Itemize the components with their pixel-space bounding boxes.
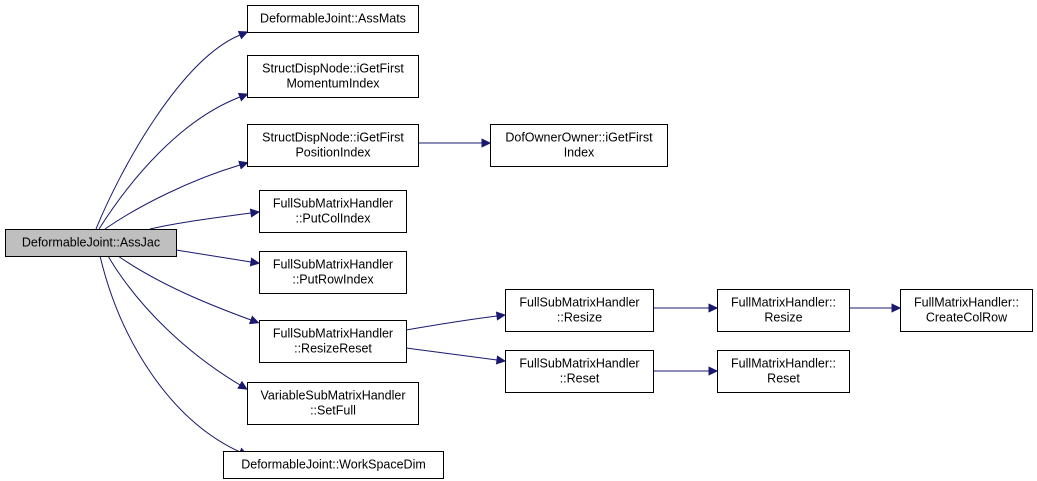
arrowhead-assjac-to-momidx — [237, 92, 249, 102]
arrowhead-fmresize-to-createcolrow — [891, 303, 902, 313]
edge-assjac-to-putcol — [149, 212, 252, 230]
node-assjac[interactable]: DeformableJoint::AssJac — [5, 229, 177, 257]
node-box-fsresize — [505, 289, 654, 332]
node-box-putrow — [259, 251, 407, 294]
node-label-putrow-line-2: ::PutRowIndex — [292, 273, 374, 287]
node-createcolrow[interactable]: FullMatrixHandler::CreateColRow — [900, 289, 1033, 332]
node-box-createcolrow — [900, 289, 1033, 332]
edge-assjac-to-momidx — [98, 96, 241, 230]
node-box-assjac — [5, 229, 177, 257]
node-label-fmreset-line-2: Reset — [767, 372, 800, 386]
nodes-layer: DeformableJoint::AssJacDeformableJoint::… — [5, 5, 1033, 479]
node-label-dofidx-line-1: DofOwnerOwner::iGetFirst — [505, 131, 653, 145]
edge-assjac-to-wsdim — [99, 255, 241, 453]
edge-resizereset-to-fsresize — [405, 315, 498, 331]
node-label-fmresize-line-2: Resize — [764, 311, 802, 325]
node-label-fmresize-line-1: FullMatrixHandler:: — [731, 296, 836, 310]
edges-layer — [95, 30, 902, 456]
node-fsresize[interactable]: FullSubMatrixHandler::Resize — [505, 289, 654, 332]
node-setfull[interactable]: VariableSubMatrixHandler::SetFull — [247, 382, 419, 425]
arrowhead-posidx-to-dofidx — [481, 138, 492, 148]
edge-assjac-to-resizereset — [117, 255, 252, 321]
node-label-assjac-line-1: DeformableJoint::AssJac — [22, 236, 160, 250]
node-label-fmreset-line-1: FullMatrixHandler:: — [731, 357, 836, 371]
node-label-setfull-line-2: ::SetFull — [310, 404, 356, 418]
arrowhead-assjac-to-setfull — [237, 380, 248, 390]
arrowhead-resizereset-to-fsreset — [495, 355, 507, 365]
node-label-putrow-line-1: FullSubMatrixHandler — [273, 258, 393, 272]
node-box-resizereset — [259, 320, 407, 363]
node-label-setfull-line-1: VariableSubMatrixHandler — [261, 389, 406, 403]
arrowhead-assjac-to-assmats — [237, 30, 249, 40]
node-fmreset[interactable]: FullMatrixHandler::Reset — [717, 350, 850, 393]
node-label-momidx-line-1: StructDispNode::iGetFirst — [262, 62, 404, 76]
arrowhead-fsreset-to-fmreset — [708, 366, 719, 376]
arrowhead-fsresize-to-fmresize — [708, 303, 719, 313]
node-fmresize[interactable]: FullMatrixHandler::Resize — [717, 289, 850, 332]
node-putrow[interactable]: FullSubMatrixHandler::PutRowIndex — [259, 251, 407, 294]
node-label-momidx-line-2: MomentumIndex — [286, 77, 380, 91]
node-box-fsreset — [505, 350, 654, 393]
arrowhead-resizereset-to-fsresize — [495, 311, 507, 321]
node-label-createcolrow-line-2: CreateColRow — [926, 311, 1008, 325]
node-putcol[interactable]: FullSubMatrixHandler::PutColIndex — [259, 190, 407, 233]
node-assmats[interactable]: DeformableJoint::AssMats — [247, 5, 419, 33]
node-box-setfull — [247, 382, 419, 425]
node-label-assmats-line-1: DeformableJoint::AssMats — [260, 12, 406, 26]
node-label-createcolrow-line-1: FullMatrixHandler:: — [914, 296, 1019, 310]
node-label-putcol-line-2: ::PutColIndex — [295, 212, 371, 226]
arrowhead-assjac-to-putcol — [249, 208, 261, 218]
node-box-dofidx — [490, 124, 668, 167]
edge-assjac-to-assmats — [95, 34, 241, 230]
node-label-fsreset-line-1: FullSubMatrixHandler — [519, 357, 639, 371]
node-box-momidx — [247, 55, 419, 98]
node-box-wsdim — [223, 451, 444, 479]
edge-assjac-to-putrow — [175, 249, 252, 263]
node-label-resizereset-line-2: ::ResizeReset — [294, 342, 372, 356]
edge-resizereset-to-fsreset — [405, 347, 498, 361]
node-label-fsresize-line-2: ::Resize — [557, 311, 602, 325]
arrowhead-assjac-to-posidx — [238, 160, 249, 170]
arrowhead-assjac-to-putrow — [249, 257, 261, 267]
node-wsdim[interactable]: DeformableJoint::WorkSpaceDim — [223, 451, 444, 479]
node-box-posidx — [247, 124, 419, 167]
edge-assjac-to-setfull — [107, 255, 241, 386]
node-label-putcol-line-1: FullSubMatrixHandler — [273, 197, 393, 211]
node-label-posidx-line-2: PositionIndex — [295, 146, 371, 160]
node-label-dofidx-line-2: Index — [564, 146, 595, 160]
node-box-fmreset — [717, 350, 850, 393]
edge-assjac-to-posidx — [104, 164, 241, 230]
node-resizereset[interactable]: FullSubMatrixHandler::ResizeReset — [259, 320, 407, 363]
node-label-resizereset-line-1: FullSubMatrixHandler — [273, 327, 393, 341]
node-box-fmresize — [717, 289, 850, 332]
node-label-fsreset-line-2: ::Reset — [560, 372, 600, 386]
node-box-putcol — [259, 190, 407, 233]
node-fsreset[interactable]: FullSubMatrixHandler::Reset — [505, 350, 654, 393]
node-box-assmats — [247, 5, 419, 33]
node-label-fsresize-line-1: FullSubMatrixHandler — [519, 296, 639, 310]
node-label-posidx-line-1: StructDispNode::iGetFirst — [262, 131, 404, 145]
arrowhead-assjac-to-resizereset — [248, 315, 260, 325]
node-label-wsdim-line-1: DeformableJoint::WorkSpaceDim — [241, 458, 426, 472]
